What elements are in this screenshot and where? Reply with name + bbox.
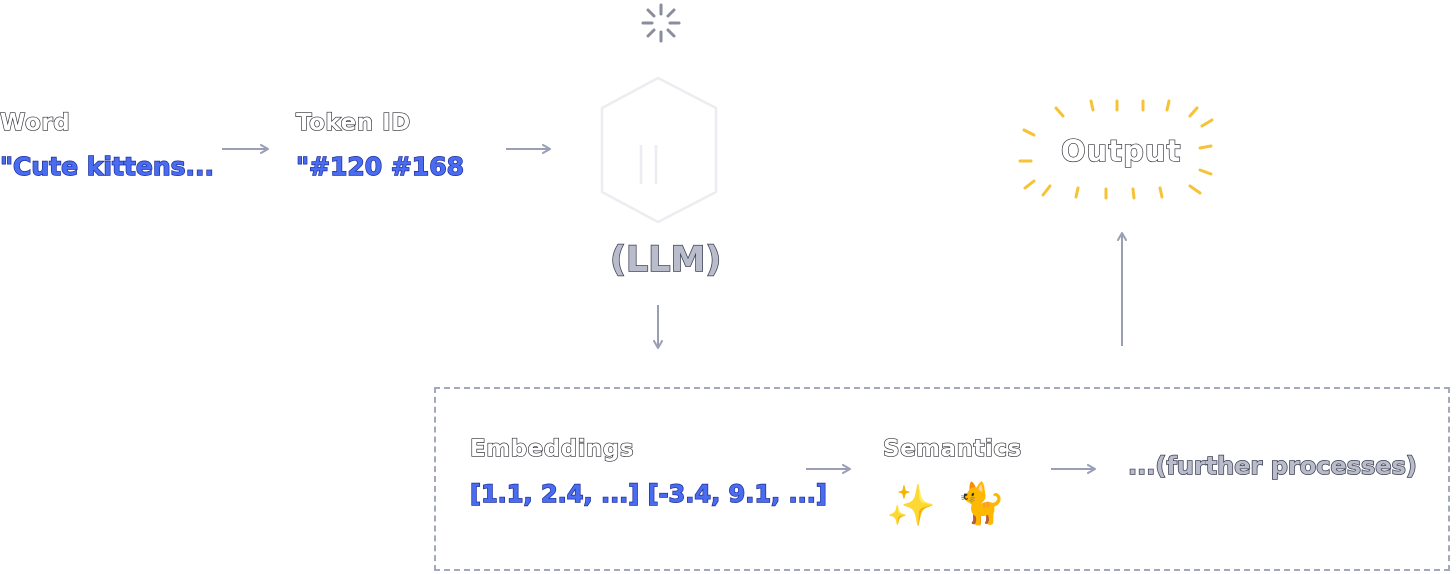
embeddings-label: Embeddings <box>469 435 635 462</box>
semantics-label: Semantics <box>882 435 1022 462</box>
output-label: Output <box>1060 133 1182 168</box>
embeddings-value: [1.1, 2.4, ...] [-3.4, 9.1, ...] <box>469 479 827 508</box>
processing-box <box>434 387 1450 571</box>
burst-icon <box>1018 99 1214 200</box>
token-id-value: "#120 #168 <box>295 151 464 181</box>
spinner-icon <box>641 3 681 43</box>
llm-label: (LLM) <box>609 239 722 281</box>
token-id-label: Token ID <box>295 109 411 136</box>
hexagon-icon <box>600 76 718 224</box>
cat-icon: 🐈 <box>956 481 1006 527</box>
sparkles-icon: ✨ <box>886 483 936 529</box>
word-value: "Cute kittens... <box>0 151 215 181</box>
word-label: Word <box>0 109 71 136</box>
further-processes-label: ...(further processes) <box>1127 451 1417 481</box>
